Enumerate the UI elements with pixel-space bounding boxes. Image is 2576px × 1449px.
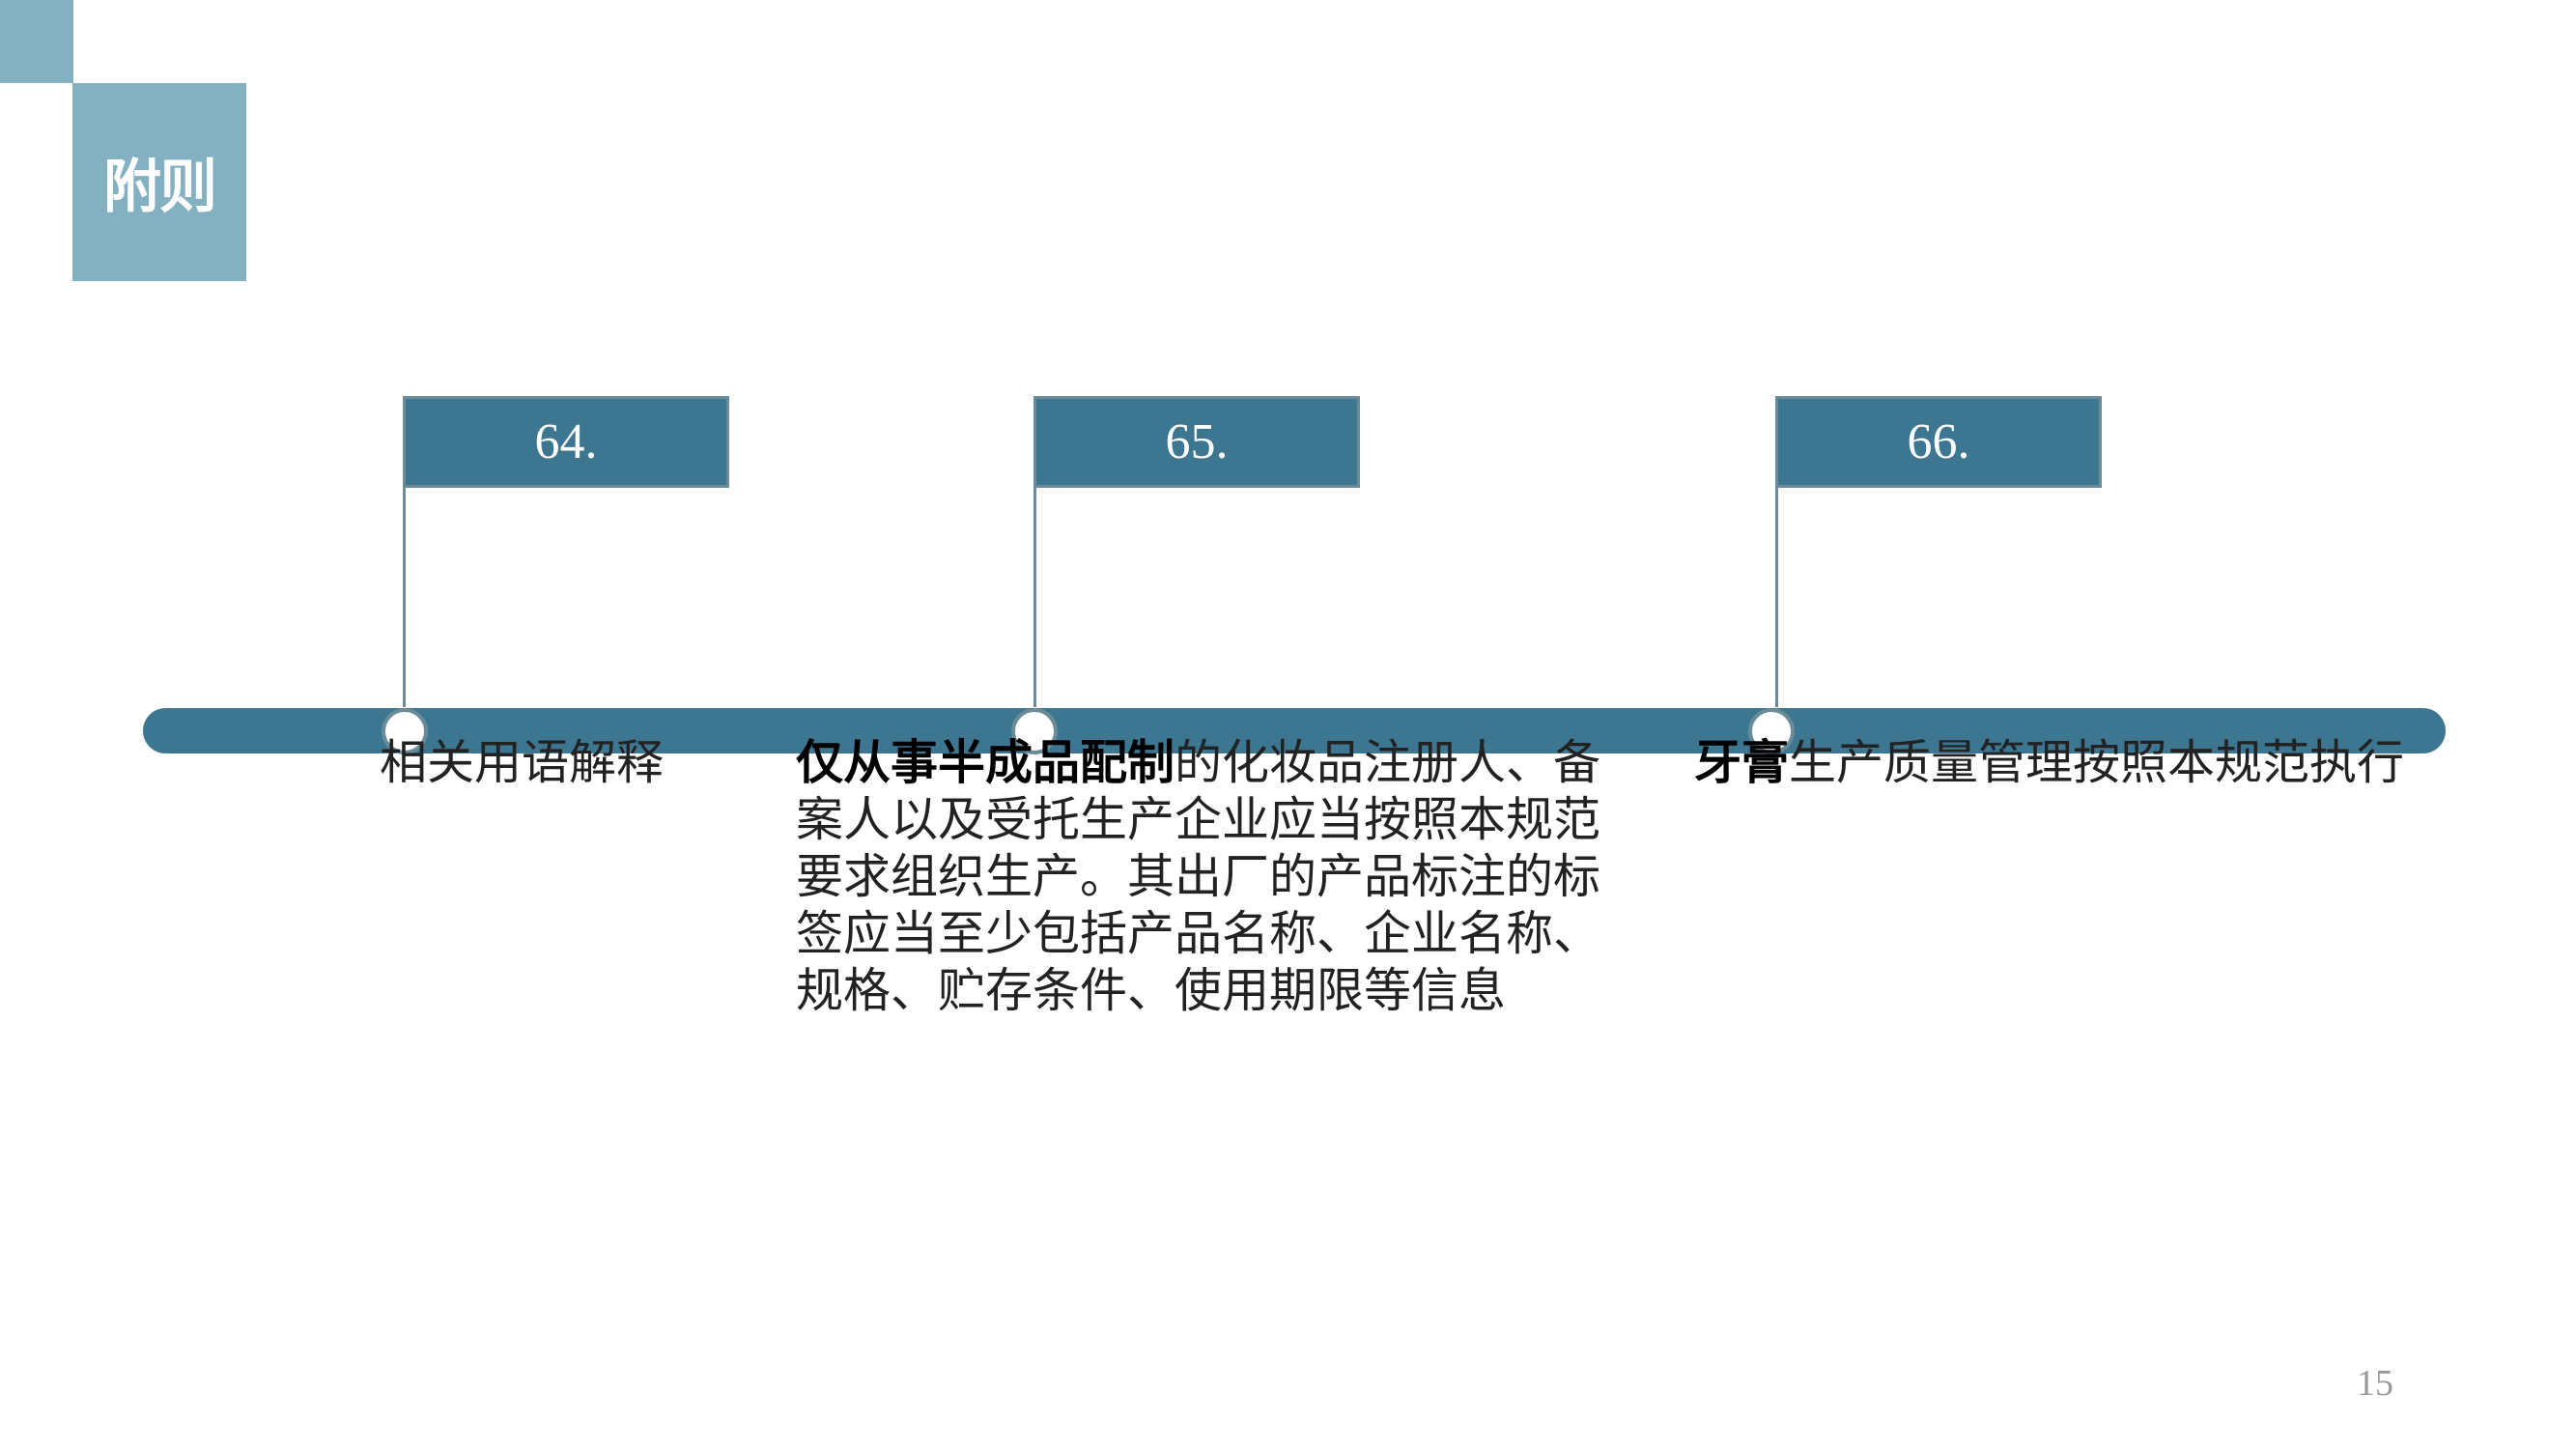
item-text-65: 仅从事半成品配制的化妆品注册人、备案人以及受托生产企业应当按照本规范要求组织生产… <box>796 734 1628 1019</box>
flag-pole <box>1775 396 1778 707</box>
page-number: 15 <box>2357 1363 2393 1404</box>
flag-pole <box>403 396 406 707</box>
item-body: 生产质量管理按照本规范执行 <box>1789 735 2405 790</box>
flag-66: 66. <box>1775 396 2102 488</box>
flag-64: 64. <box>403 396 729 488</box>
item-text-66: 牙膏生产质量管理按照本规范执行 <box>1694 734 2467 791</box>
item-body: 相关用语解释 <box>380 735 665 790</box>
timeline-node <box>1748 708 1795 754</box>
title-box: 附则 <box>72 83 246 281</box>
timeline-node <box>1011 708 1058 754</box>
page-title: 附则 <box>103 154 217 221</box>
item-text-64: 相关用语解释 <box>380 734 727 791</box>
flag-pole <box>1033 396 1036 707</box>
item-bold: 仅从事半成品配制 <box>796 735 1175 790</box>
flag-65: 65. <box>1033 396 1360 488</box>
timeline-node <box>382 708 428 754</box>
timeline-bar <box>143 708 2446 753</box>
item-bold: 牙膏 <box>1694 735 1790 790</box>
decor-square-small <box>0 0 73 83</box>
item-body: 的化妆品注册人、备案人以及受托生产企业应当按照本规范要求组织生产。其出厂的产品标… <box>796 735 1601 1018</box>
